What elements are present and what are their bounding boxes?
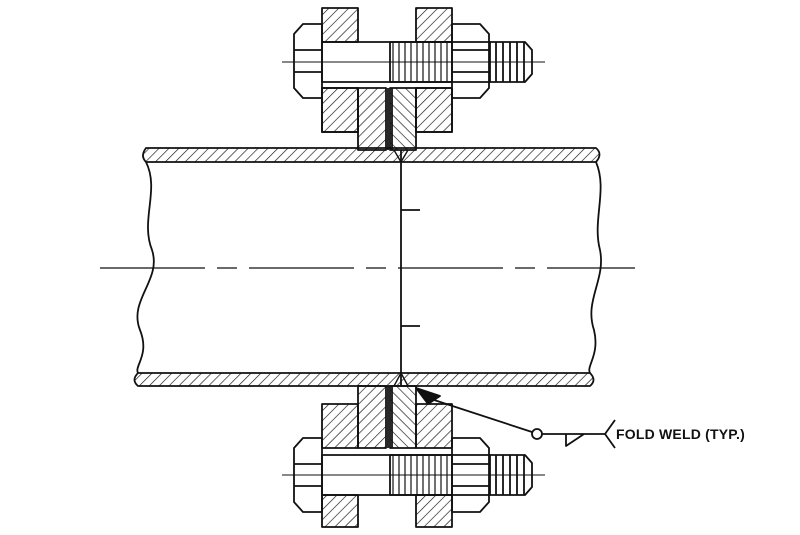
weld-all-around-circle xyxy=(531,428,543,440)
pipe-left-break xyxy=(136,161,155,374)
bottom-flange-right xyxy=(415,403,453,449)
fillet-weld-symbol xyxy=(565,433,585,447)
top-gasket-right xyxy=(389,87,417,151)
bottom-gasket-right xyxy=(389,385,417,449)
pipe-right-break xyxy=(588,161,602,374)
bottom-nut-left xyxy=(321,494,359,528)
pipe-section xyxy=(133,147,602,387)
callout-leader xyxy=(427,397,533,433)
top-bolt-assembly xyxy=(282,7,545,151)
callout-tail xyxy=(604,419,616,449)
bottom-bolt-head xyxy=(293,437,323,513)
pipe-bottom-wall xyxy=(133,372,595,387)
weld-callout xyxy=(415,387,616,449)
bottom-bolt-assembly xyxy=(282,385,545,528)
top-nut-hex xyxy=(451,23,490,99)
bottom-gasket-left xyxy=(357,385,387,449)
top-flange-right xyxy=(415,87,453,133)
top-flange-left xyxy=(321,87,359,133)
top-nut-right xyxy=(415,7,453,43)
pipe-top-wall xyxy=(142,147,601,163)
top-bolt-head xyxy=(293,23,323,99)
top-nut-left xyxy=(321,7,359,43)
bottom-nut-right xyxy=(415,494,453,528)
fold-weld-label: FOLD WELD (TYP.) xyxy=(616,426,745,442)
top-gasket-left xyxy=(357,87,387,151)
bottom-flange-left xyxy=(321,403,359,449)
